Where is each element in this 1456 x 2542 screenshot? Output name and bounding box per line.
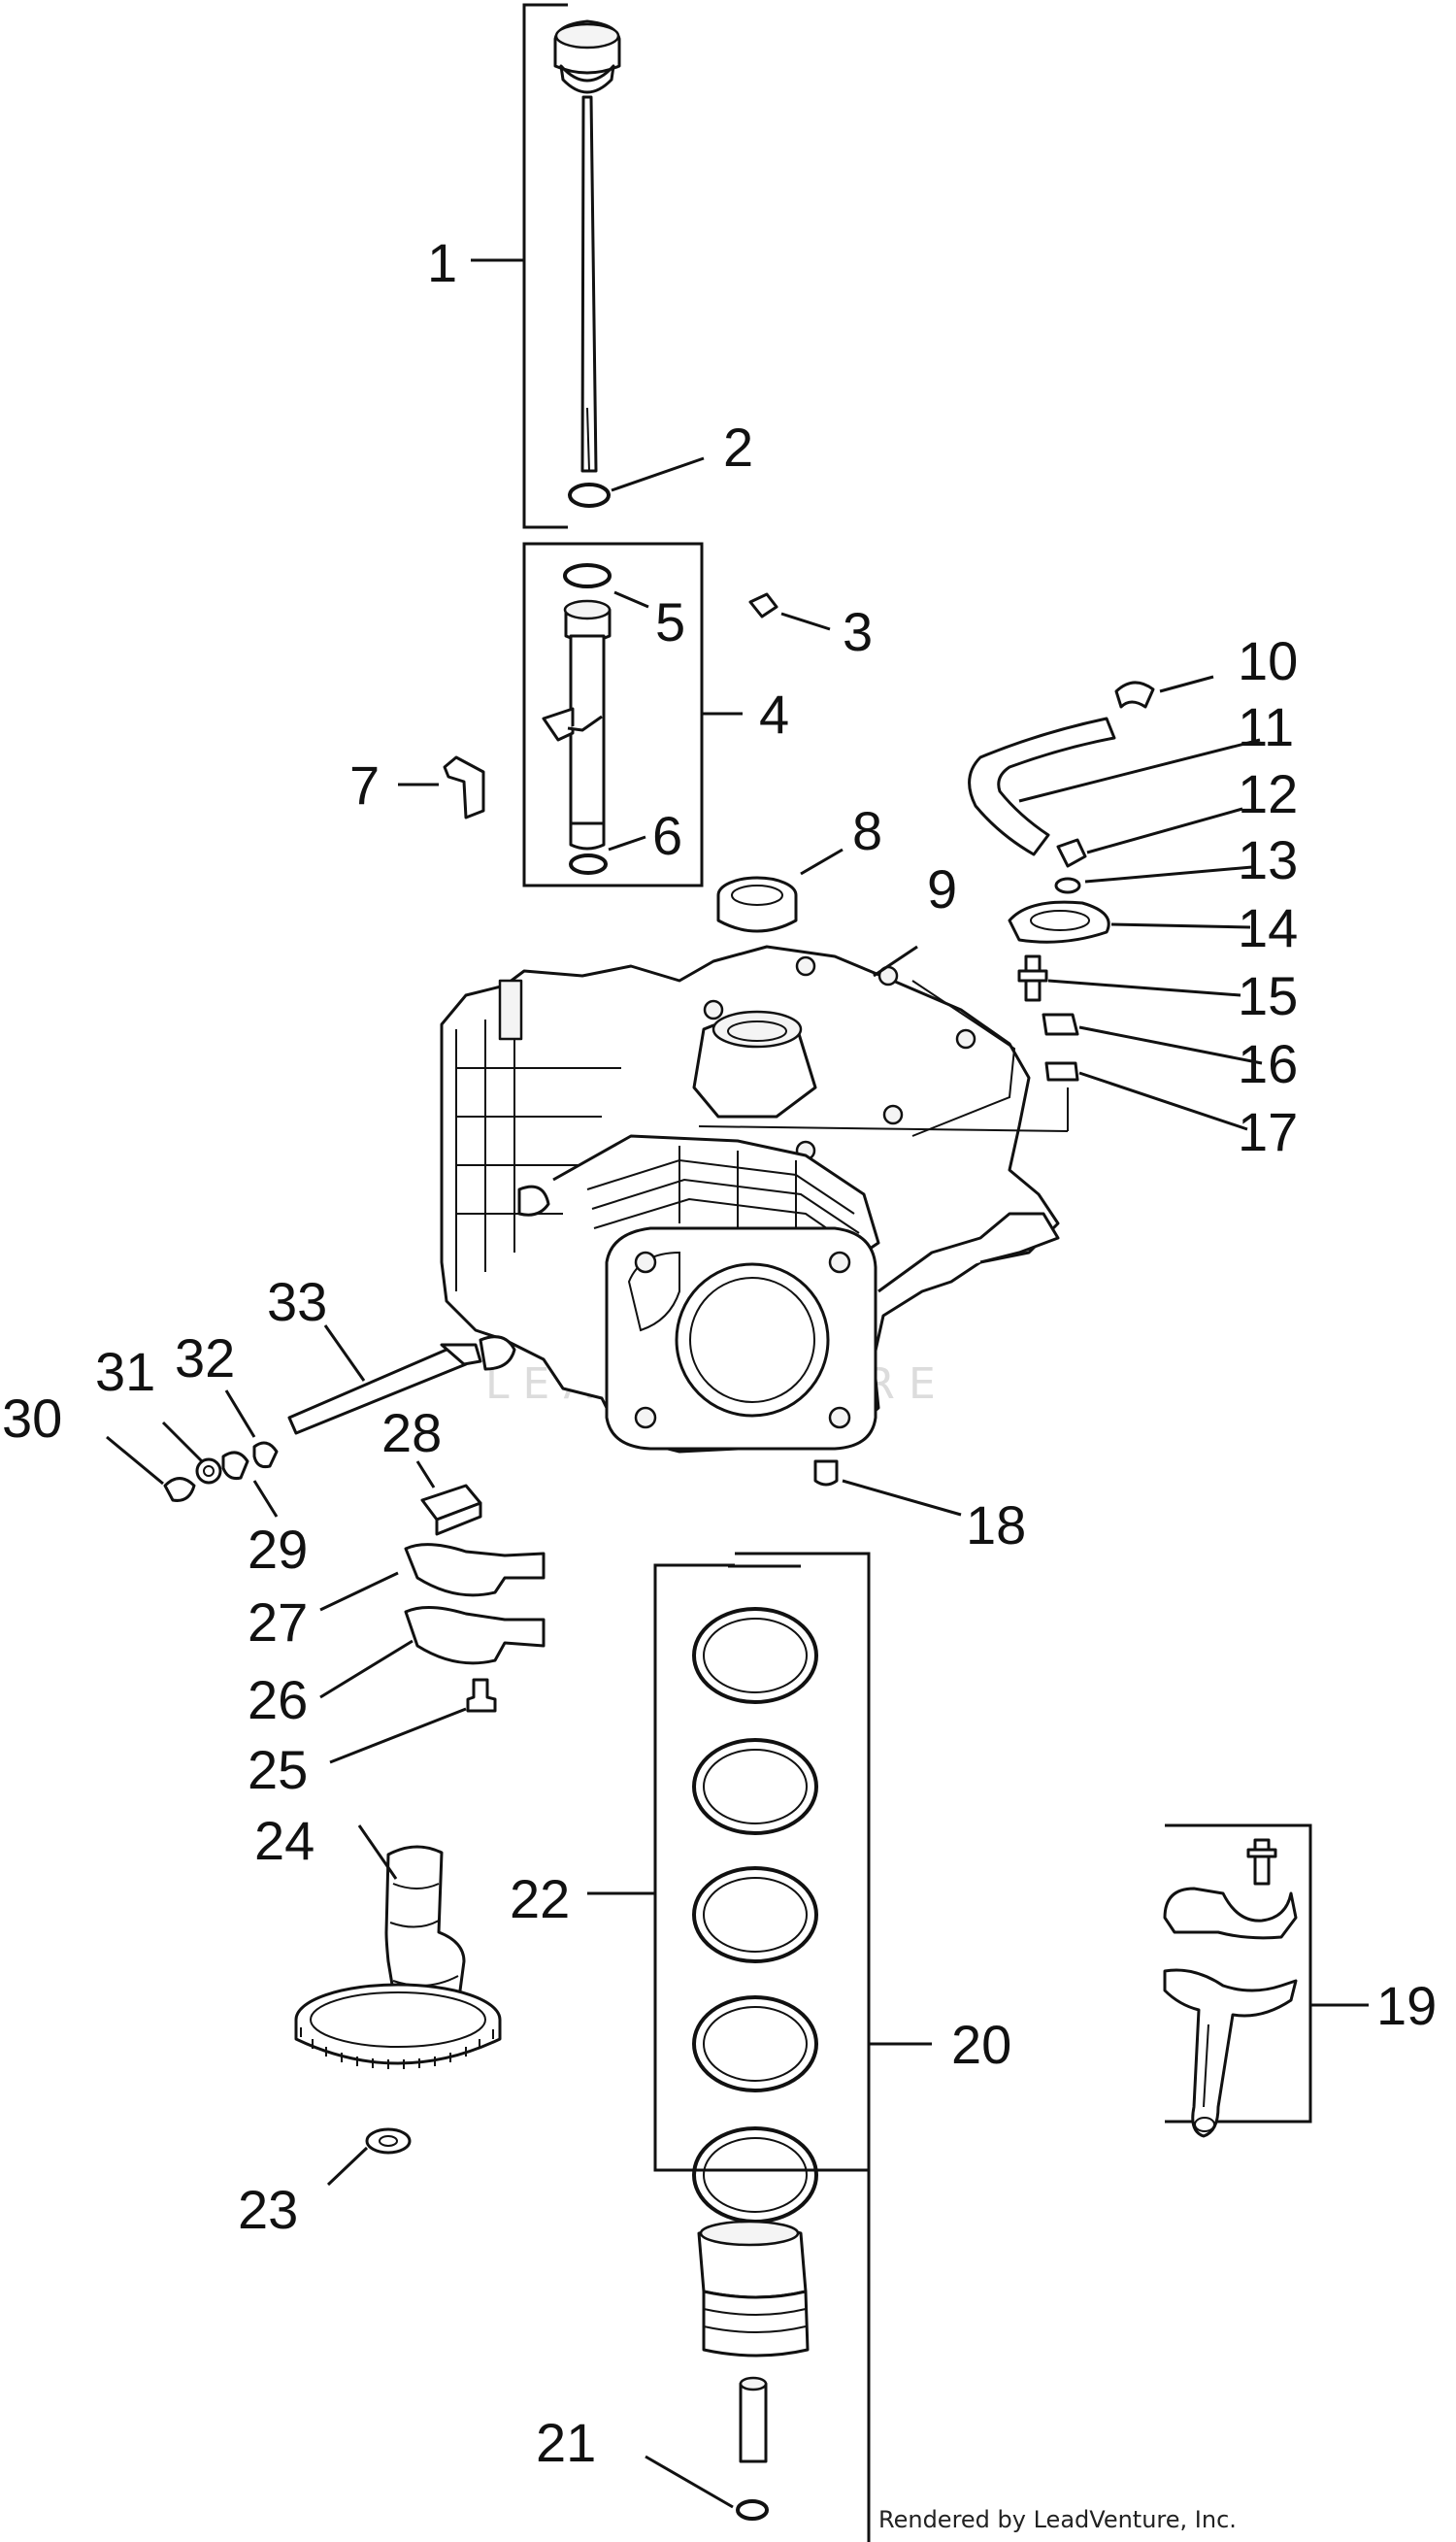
callout-26: 26 (248, 1669, 308, 1730)
gear-teeth (300, 2027, 494, 2069)
callout-7: 7 (349, 754, 380, 816)
dipstick-group (471, 3, 705, 529)
piston-group (587, 1552, 932, 2542)
callout-19: 19 (1376, 1975, 1437, 2036)
seal-8 (716, 848, 844, 933)
callout-32: 32 (175, 1327, 235, 1388)
callout-4: 4 (759, 684, 789, 745)
breather-group (968, 675, 1263, 1131)
callout-17: 17 (1238, 1101, 1298, 1162)
callout-16: 16 (1238, 1033, 1298, 1094)
callout-21: 21 (536, 2412, 596, 2473)
governor-group (319, 1460, 546, 1764)
callout-25: 25 (248, 1739, 308, 1800)
callout-30: 30 (2, 1388, 62, 1449)
callout-1: 1 (427, 232, 457, 293)
callout-13: 13 (1238, 829, 1298, 890)
callout-29: 29 (248, 1519, 308, 1580)
callout-31: 31 (95, 1341, 155, 1402)
callout-20: 20 (951, 2014, 1011, 2075)
callout-15: 15 (1238, 965, 1298, 1026)
callout-27: 27 (248, 1591, 308, 1653)
crankcase (440, 945, 1069, 1454)
callout-12: 12 (1238, 763, 1298, 824)
callout-11: 11 (1238, 696, 1294, 757)
camshaft-group (294, 1824, 502, 2187)
callout-18: 18 (966, 1494, 1026, 1555)
callout-3: 3 (843, 601, 873, 662)
render-credit: Rendered by LeadVenture, Inc. (878, 2506, 1237, 2533)
callout-14: 14 (1238, 897, 1298, 958)
plug-18 (813, 1459, 962, 1517)
callout-33: 33 (267, 1271, 327, 1332)
callout-6: 6 (652, 805, 682, 866)
dipstick-tube-group (522, 542, 743, 887)
callout-labels: 1 2 3 4 5 6 7 8 9 10 11 12 13 14 15 16 1… (2, 232, 1437, 2473)
connecting-rod-group (1163, 1823, 1369, 2138)
screw-3 (748, 592, 831, 631)
callout-10: 10 (1238, 630, 1298, 691)
clip-7 (398, 755, 485, 819)
callout-9: 9 (927, 858, 957, 920)
callout-28: 28 (381, 1402, 442, 1463)
callout-22: 22 (510, 1868, 570, 1929)
callout-23: 23 (238, 2179, 298, 2240)
governor-shaft-group (106, 1324, 482, 1518)
callout-2: 2 (723, 417, 753, 478)
callout-8: 8 (852, 800, 882, 861)
callout-24: 24 (254, 1810, 314, 1871)
callout-5: 5 (655, 591, 685, 652)
